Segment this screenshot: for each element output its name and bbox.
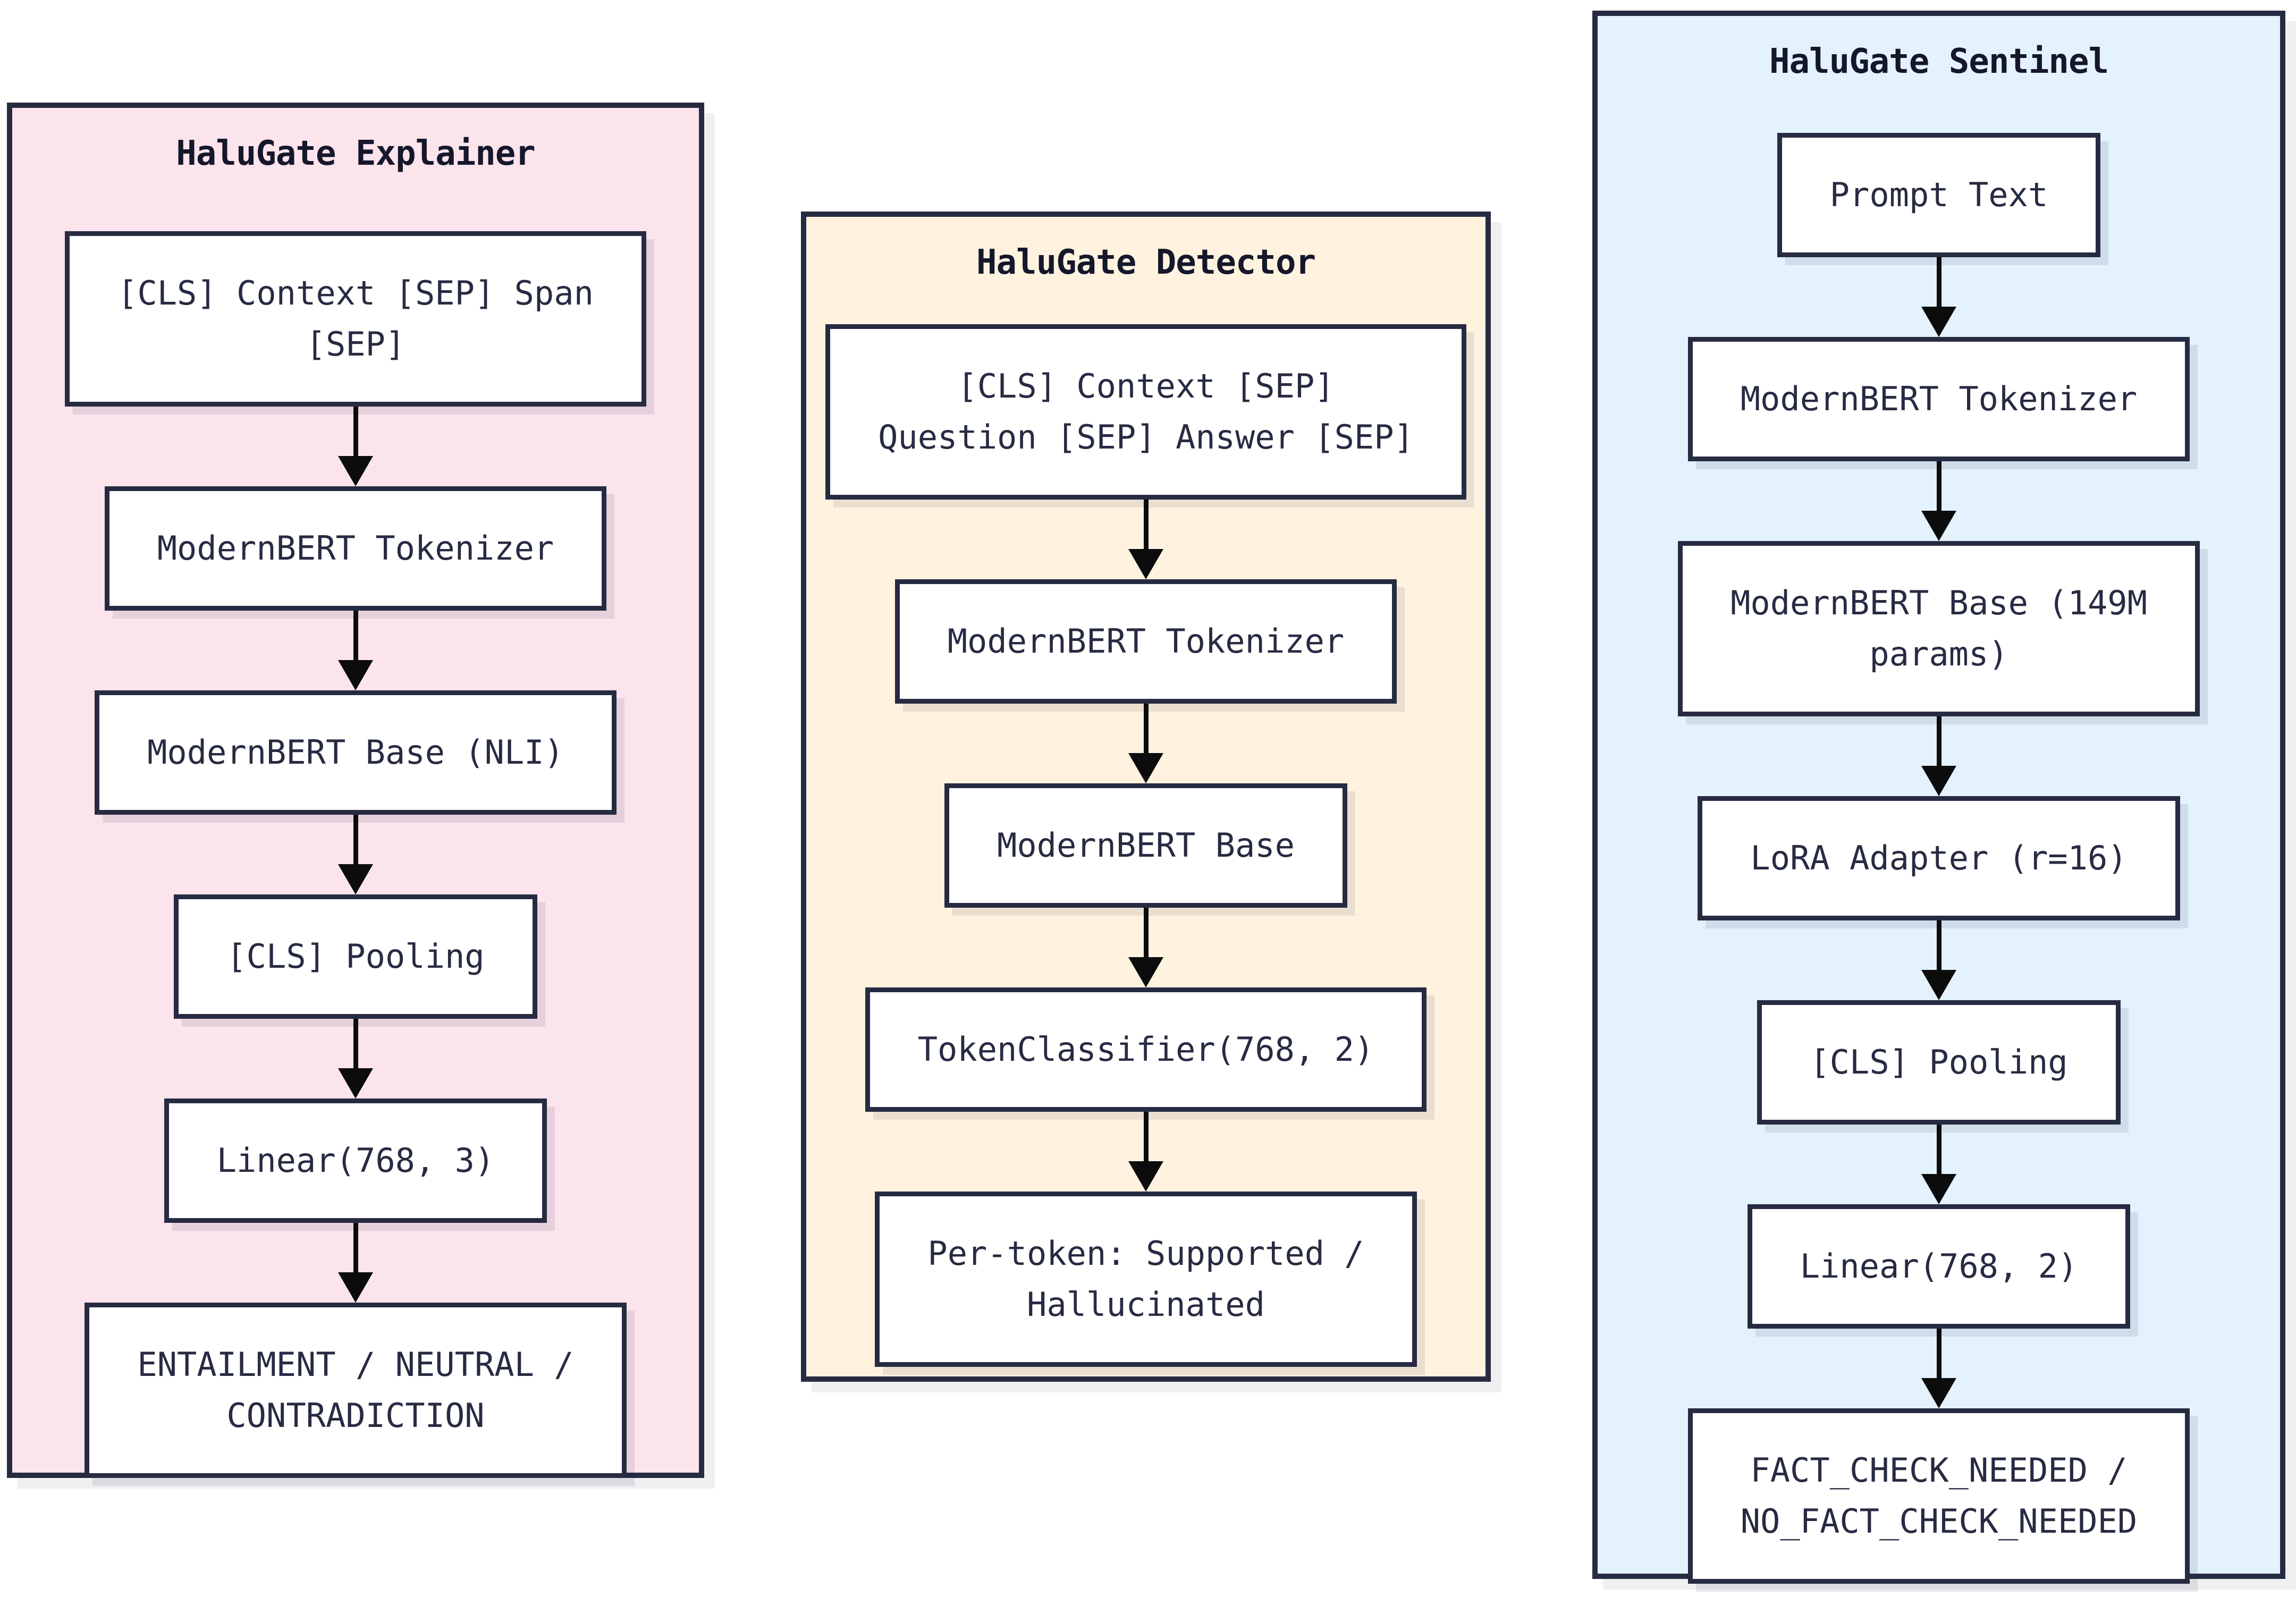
panel-halugate-explainer: HaluGate Explainer [CLS] Context [SEP] S…: [7, 103, 704, 1478]
arrow-shaft: [1936, 920, 1942, 970]
down-arrow: [338, 610, 373, 690]
panel-title-sentinel: HaluGate Sentinel: [1769, 42, 2109, 81]
sentinel-lora-adapter-box: LoRA Adapter (r=16): [1698, 796, 2180, 921]
detector-input-box: [CLS] Context [SEP] Question [SEP] Answe…: [825, 324, 1466, 500]
detector-token-classifier-box: TokenClassifier(768, 2): [865, 987, 1427, 1112]
down-arrow: [1921, 461, 1956, 541]
down-arrow: [1128, 907, 1163, 987]
down-arrow: [1921, 920, 1956, 1001]
arrow-head: [338, 864, 373, 894]
arrow-shaft: [1143, 703, 1149, 753]
arrow-head: [338, 1272, 373, 1303]
arrow-shaft: [1143, 1112, 1149, 1162]
explainer-output-box: ENTAILMENT / NEUTRAL / CONTRADICTION: [85, 1303, 627, 1478]
arrow-shaft: [1143, 499, 1149, 549]
arrow-head: [1128, 1161, 1163, 1192]
down-arrow: [1921, 257, 1956, 337]
arrow-head: [1921, 970, 1956, 1001]
down-arrow: [1128, 703, 1163, 783]
down-arrow: [1921, 1329, 1956, 1409]
sentinel-prompt-text-box: Prompt Text: [1777, 132, 2101, 257]
sentinel-cls-pooling-box: [CLS] Pooling: [1757, 1000, 2121, 1125]
panel-title-explainer: HaluGate Explainer: [176, 134, 536, 173]
arrow-shaft: [1936, 461, 1942, 511]
sentinel-linear-box: Linear(768, 2): [1747, 1204, 2131, 1329]
arrow-shaft: [353, 406, 358, 456]
panel-title-detector: HaluGate Detector: [976, 243, 1316, 282]
arrow-shaft: [353, 610, 358, 660]
arrow-head: [1128, 753, 1163, 783]
arrow-shaft: [353, 1019, 358, 1069]
explainer-input-box: [CLS] Context [SEP] Span [SEP]: [65, 231, 646, 407]
down-arrow: [338, 1019, 373, 1099]
panel-halugate-sentinel: HaluGate Sentinel Prompt Text ModernBERT…: [1592, 11, 2285, 1584]
arrow-head: [338, 660, 373, 690]
sentinel-tokenizer-box: ModernBERT Tokenizer: [1687, 336, 2190, 461]
arrow-shaft: [1143, 907, 1149, 957]
arrow-head: [1921, 510, 1956, 541]
arrow-head: [1128, 957, 1163, 987]
arrow-head: [1921, 1378, 1956, 1409]
arrow-head: [338, 1068, 373, 1099]
panel-halugate-detector: HaluGate Detector [CLS] Context [SEP] Qu…: [801, 212, 1491, 1382]
arrow-shaft: [1936, 1329, 1942, 1379]
detector-base-box: ModernBERT Base: [944, 783, 1347, 908]
arrow-head: [1921, 306, 1956, 337]
arrow-shaft: [353, 1223, 358, 1273]
detector-tokenizer-box: ModernBERT Tokenizer: [894, 579, 1397, 704]
detector-output-box: Per-token: Supported / Hallucinated: [875, 1192, 1417, 1367]
explainer-base-nli-box: ModernBERT Base (NLI): [95, 690, 617, 815]
arrow-shaft: [353, 814, 358, 864]
down-arrow: [1921, 716, 1956, 796]
arrow-head: [1128, 548, 1163, 579]
arrow-shaft: [1936, 1125, 1942, 1174]
explainer-tokenizer-box: ModernBERT Tokenizer: [104, 486, 607, 611]
down-arrow: [338, 1223, 373, 1303]
sentinel-output-box: FACT_CHECK_NEEDED / NO_FACT_CHECK_NEEDED: [1687, 1408, 2190, 1584]
down-arrow: [1128, 499, 1163, 579]
arrow-head: [1921, 765, 1956, 796]
explainer-linear-box: Linear(768, 3): [164, 1099, 547, 1223]
down-arrow: [338, 814, 373, 894]
arrow-shaft: [1936, 716, 1942, 766]
down-arrow: [1921, 1125, 1956, 1205]
explainer-cls-pooling-box: [CLS] Pooling: [174, 894, 537, 1019]
arrow-head: [1921, 1174, 1956, 1205]
arrow-shaft: [1936, 257, 1942, 307]
down-arrow: [1128, 1112, 1163, 1192]
down-arrow: [338, 406, 373, 486]
arrow-head: [338, 455, 373, 486]
sentinel-base-149m-box: ModernBERT Base (149M params): [1678, 540, 2200, 716]
